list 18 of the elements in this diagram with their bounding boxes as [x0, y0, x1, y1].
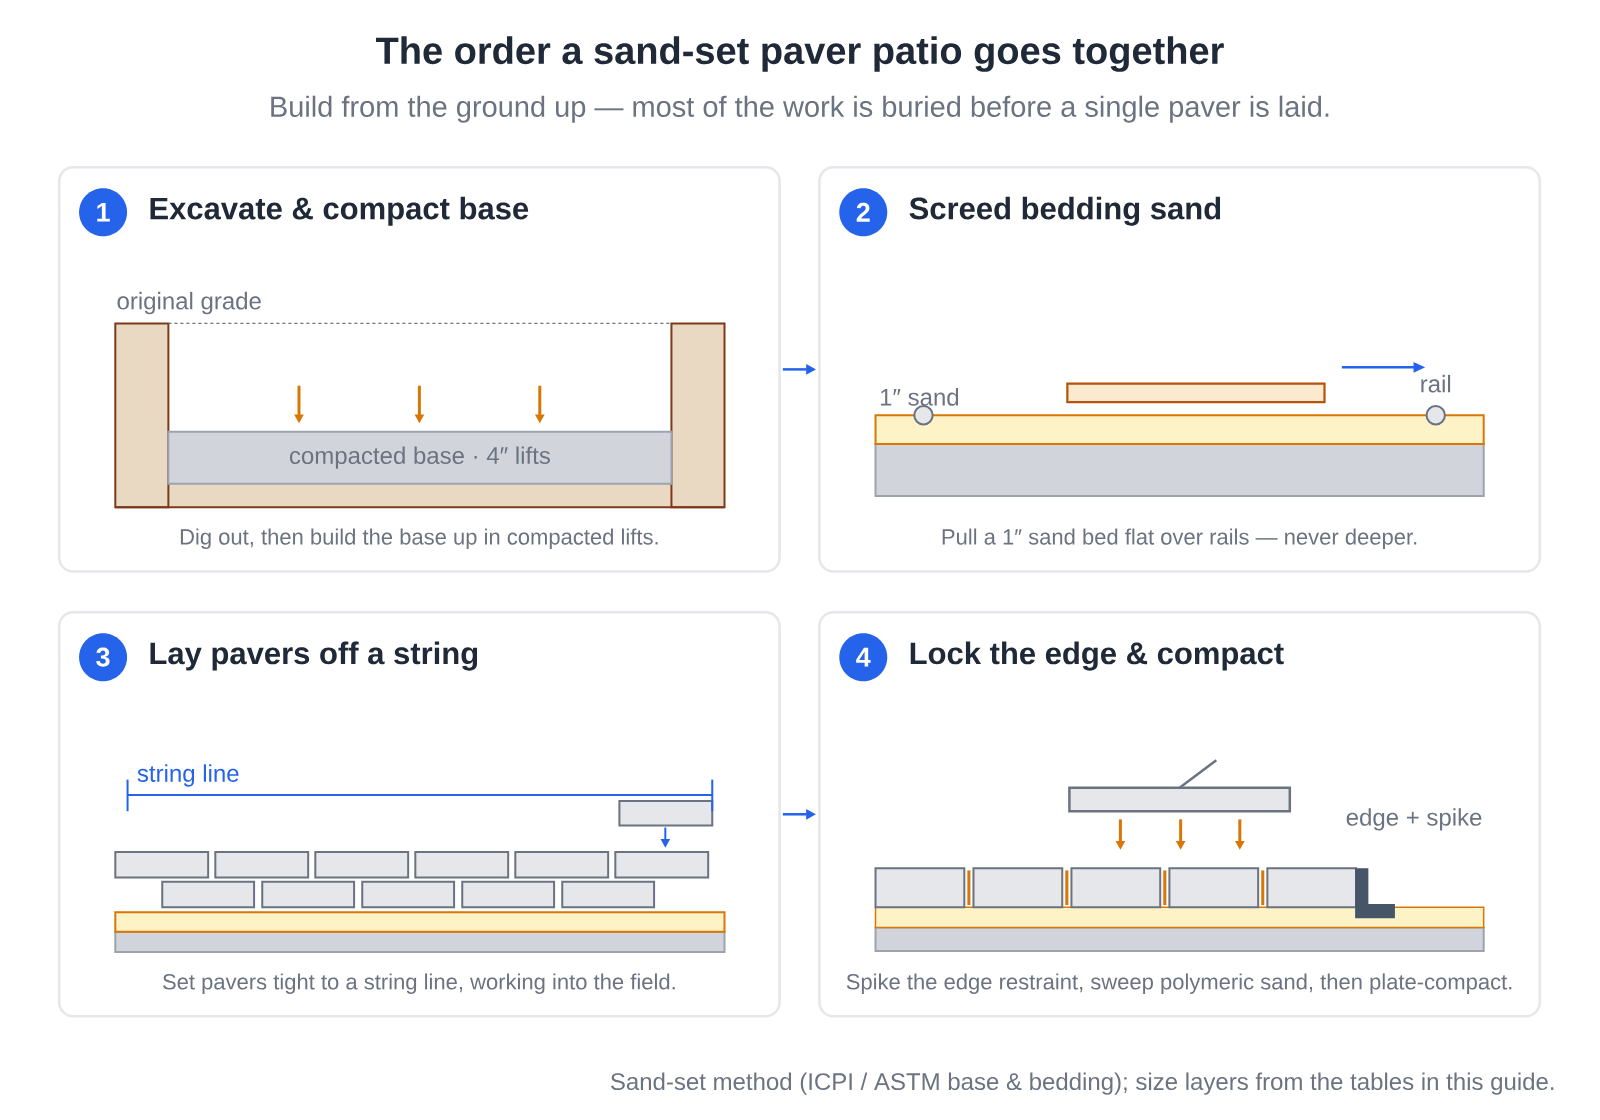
- step-heading: Lock the edge & compact: [910, 641, 1284, 671]
- step-heading: Excavate & compact base: [150, 196, 529, 226]
- layer-label: 1″ sand: [880, 387, 959, 406]
- step-number-badge: 4: [839, 632, 888, 681]
- step-heading: Screed bedding sand: [909, 196, 1221, 226]
- step-heading: Lay pavers off a string: [150, 641, 478, 671]
- title: The order a sand-set paver patio goes together: [376, 36, 1224, 72]
- step-caption: Pull a 1″ sand bed flat over rails — never deeper.: [942, 528, 1417, 549]
- step-caption: Dig out, then build the base up in compacted lifts.: [180, 528, 658, 549]
- layer-label: rail: [1421, 374, 1451, 393]
- step-number-badge: 3: [79, 632, 128, 681]
- footnote: Sand-set method (ICPI / ASTM base & bedding); size layers from the tables in this guide.: [610, 1072, 1554, 1095]
- step-number-badge: 1: [79, 188, 128, 237]
- base-layer-box: compacted base · 4″ lifts: [167, 430, 673, 485]
- layer-label: edge + spike: [1346, 808, 1482, 831]
- step-caption: Set pavers tight to a string line, working into the field.: [163, 973, 675, 994]
- step-caption: Spike the edge restraint, sweep polymeric sand, then plate-compact.: [846, 973, 1512, 994]
- step-number-badge: 2: [839, 188, 888, 237]
